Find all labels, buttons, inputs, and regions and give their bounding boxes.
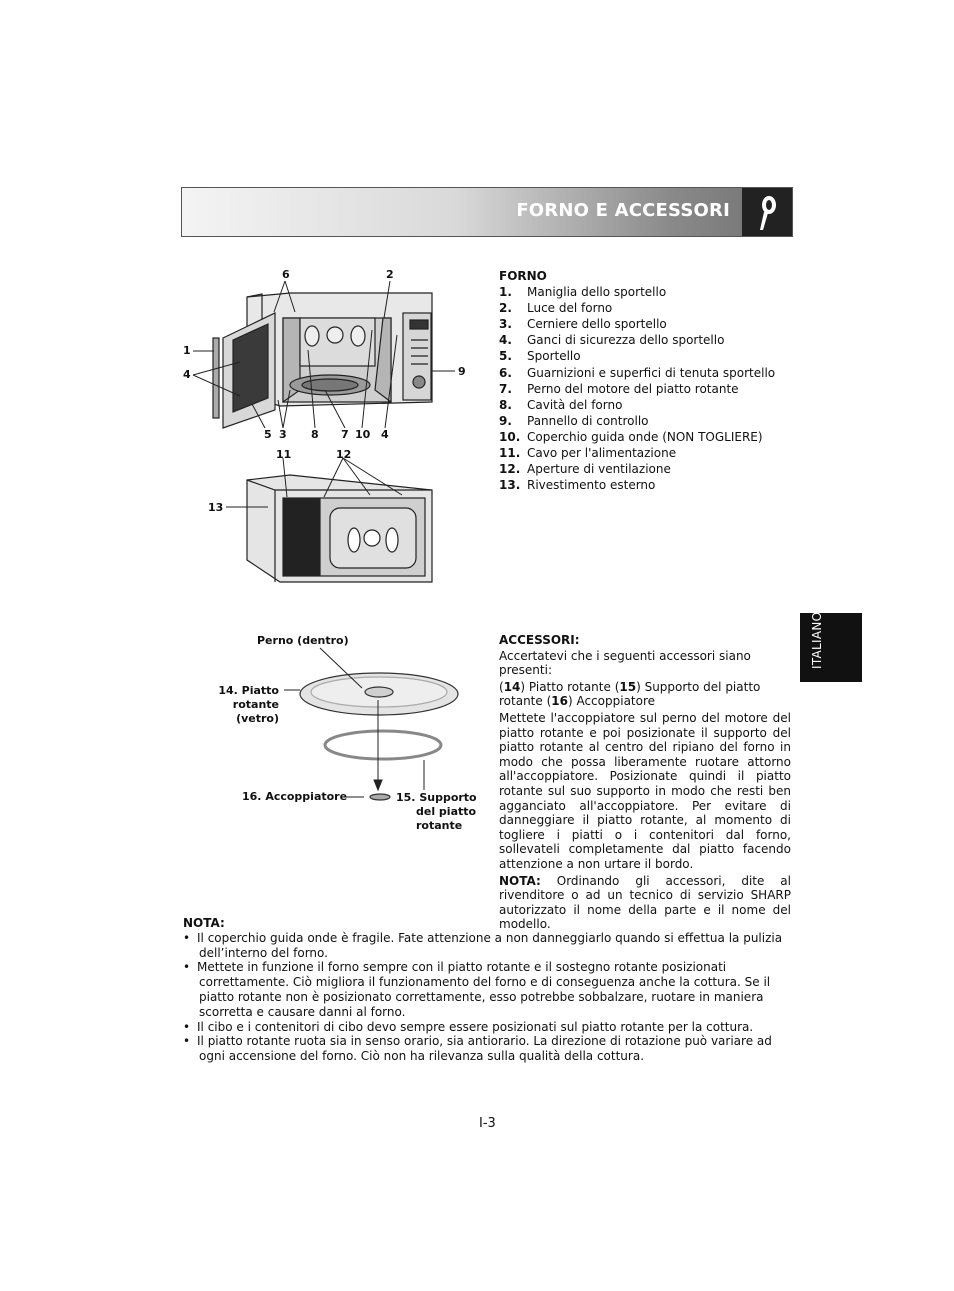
callout-11: 11: [276, 448, 292, 461]
callout-4b: 4: [381, 428, 389, 441]
accessori-section: ACCESSORI: Accertatevi che i seguenti ac…: [499, 633, 791, 934]
item-text: Cavità del forno: [527, 397, 623, 412]
list-item: 3. Cerniere dello sportello: [499, 316, 775, 332]
callout-8: 8: [311, 428, 319, 441]
callout-10: 10: [355, 428, 371, 441]
forno-list: FORNO 1. Maniglia dello sportello 2. Luce …: [499, 268, 775, 493]
callout-line: 15. Supporto: [396, 791, 477, 804]
pen-icon: [742, 188, 792, 236]
accessori-intro: Accertatevi che i seguenti accessori sia…: [499, 648, 751, 678]
callout-line: rotante: [232, 698, 279, 711]
callout-7: 7: [341, 428, 349, 441]
section-title: FORNO E ACCESSORI: [516, 200, 730, 221]
item-text: Guarnizioni e superfici di tenuta sporte…: [527, 365, 776, 380]
item-number: 1.: [499, 285, 512, 300]
item-number: 13.: [499, 478, 521, 493]
callout-9: 9: [458, 365, 466, 378]
list-part: (: [499, 679, 504, 694]
item-text: Cavo per l'alimentazione: [527, 446, 677, 461]
item-text: Sportello: [527, 349, 581, 364]
forno-heading: FORNO: [499, 269, 547, 283]
list-item: 12. Aperture di ventilazione: [499, 461, 775, 477]
item-text: Aperture di ventilazione: [527, 462, 671, 477]
list-item: Mettete in funzione il forno sempre con …: [183, 960, 792, 1019]
callout-perno: Perno (dentro): [257, 634, 349, 647]
list-part: ) Accoppiatore: [567, 694, 656, 709]
list-item: 4. Ganci di sicurezza dello sportello: [499, 332, 775, 348]
list-part: 14: [503, 679, 521, 694]
oven-rear-drawing: [246, 474, 433, 583]
item-text: Cerniere dello sportello: [527, 317, 667, 332]
item-text: Luce del forno: [527, 301, 613, 316]
item-number: 7.: [499, 381, 512, 396]
callout-line: del piatto: [416, 805, 477, 818]
list-item: 9. Pannello di controllo: [499, 413, 775, 429]
item-number: 8.: [499, 397, 512, 412]
list-part: 16: [551, 694, 568, 709]
item-number: 4.: [499, 333, 512, 348]
callout-4a: 4: [183, 368, 191, 381]
list-part: ) Piatto rotante (: [520, 679, 620, 694]
callout-line: (vetro): [236, 712, 279, 725]
accessori-list: (14) Piatto rotante (15) Supporto del pi…: [499, 680, 791, 709]
note-label: NOTA:: [499, 873, 541, 888]
list-item: Il piatto rotante ruota sia in senso ora…: [183, 1034, 792, 1064]
list-part: ) Supporto del piatto rotante (: [499, 679, 761, 709]
item-text: Rivestimento esterno: [527, 478, 656, 493]
callout-6: 6: [282, 268, 290, 281]
item-text: Pannello di controllo: [527, 413, 649, 428]
turntable-drawing: [299, 672, 459, 801]
callout-5: 5: [264, 428, 272, 441]
list-item: 5. Sportello: [499, 348, 775, 364]
callout-leaders: [192, 280, 455, 508]
list-part: 15: [619, 679, 637, 694]
nota-list: Il coperchio guida onde è fragile. Fate …: [183, 931, 792, 1064]
accessori-note: NOTA: Ordinando gli accessori, dite al r…: [499, 874, 791, 932]
language-tab: ITALIANO: [800, 612, 862, 682]
callout-accoppiatore: 16. Accoppiatore: [242, 790, 348, 803]
callout-1: 1: [183, 344, 191, 357]
callout-line: rotante: [416, 819, 463, 832]
nota-heading: NOTA:: [183, 916, 225, 930]
list-item: Il coperchio guida onde è fragile. Fate …: [183, 931, 792, 961]
list-item: 1. Maniglia dello sportello: [499, 284, 775, 300]
list-item: 10. Coperchio guida onde (NON TOGLIERE): [499, 429, 775, 445]
item-text: Coperchio guida onde (NON TOGLIERE): [527, 429, 763, 444]
item-number: 9.: [499, 413, 512, 428]
accessori-paragraph: Mettete l'accoppiatore sul perno del mot…: [499, 710, 791, 871]
item-number: 10.: [499, 429, 521, 444]
callout-12: 12: [336, 448, 352, 461]
accessori-heading: ACCESSORI:: [499, 633, 580, 647]
list-item: 7. Perno del motore del piatto rotante: [499, 381, 775, 397]
list-item: 13. Rivestimento esterno: [499, 477, 775, 493]
item-number: 12.: [499, 462, 521, 477]
item-number: 3.: [499, 317, 512, 332]
list-item: Il cibo e i contenitori di cibo devo sem…: [183, 1020, 792, 1035]
callout-supporto: 15. Supporto del piatto rotante: [396, 791, 477, 833]
list-item: 8. Cavità del forno: [499, 397, 775, 413]
item-text: Maniglia dello sportello: [527, 285, 667, 300]
list-item: 6. Guarnizioni e superfici di tenuta spor…: [499, 365, 775, 381]
item-text: Perno del motore del piatto rotante: [527, 381, 739, 396]
callout-piatto: 14. Piatto rotante (vetro): [200, 684, 279, 726]
page-number: I-3: [479, 1116, 496, 1131]
item-number: 6.: [499, 365, 512, 380]
item-number: 5.: [499, 349, 512, 364]
nota-section: NOTA: Il coperchio guida onde è fragile.…: [183, 916, 792, 1064]
item-number: 2.: [499, 301, 512, 316]
accessory-leaders: [284, 647, 425, 798]
section-header: FORNO E ACCESSORI: [181, 187, 793, 237]
callout-13: 13: [208, 501, 224, 514]
callout-2: 2: [386, 268, 394, 281]
list-item: 2. Luce del forno: [499, 300, 775, 316]
note-text: Ordinando gli accessori, dite al rivendi…: [499, 873, 791, 932]
list-item: 11. Cavo per l'alimentazione: [499, 445, 775, 461]
callout-3: 3: [279, 428, 287, 441]
oven-front-drawing: [212, 292, 433, 429]
callout-line: 14. Piatto: [218, 684, 279, 697]
item-number: 11.: [499, 446, 521, 461]
item-text: Ganci di sicurezza dello sportello: [527, 333, 725, 348]
